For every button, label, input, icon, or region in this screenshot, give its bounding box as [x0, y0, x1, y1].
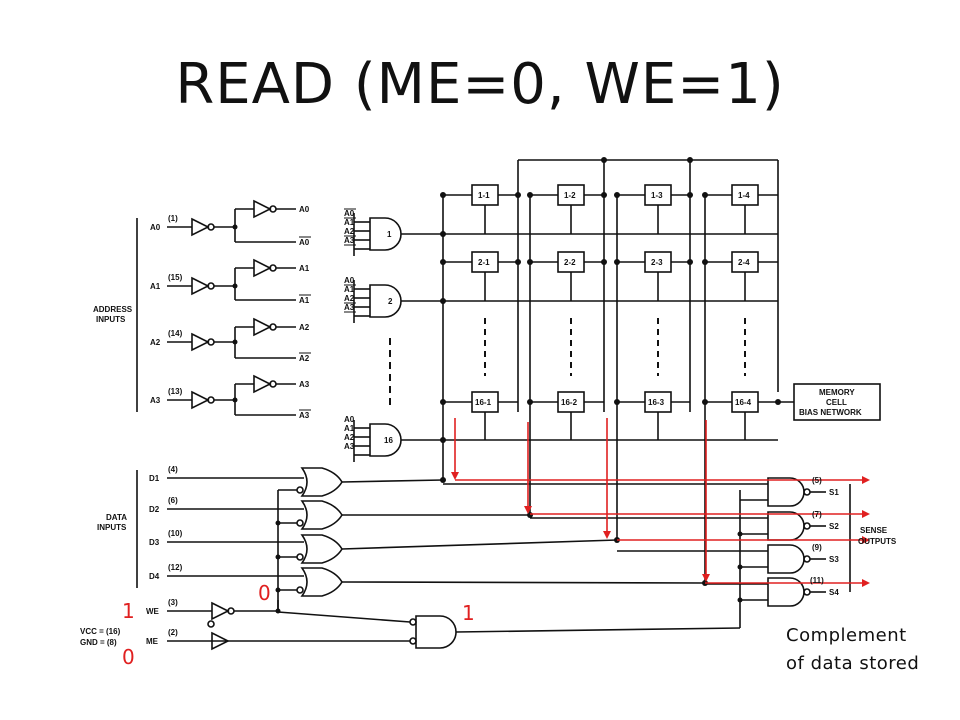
cell-16-2: 16-2	[561, 398, 578, 407]
we-label: WE	[146, 607, 160, 616]
bias-label-2: CELL	[826, 398, 847, 407]
annotation-note: Complement of data stored	[786, 622, 919, 678]
sense-label-2: OUTPUTS	[858, 537, 897, 546]
bias-label-3: BIAS NETWORK	[799, 408, 862, 417]
me-pin: (2)	[168, 628, 178, 637]
annotation-line-2: of data stored	[786, 653, 920, 674]
data-pin-d2: (6)	[168, 496, 178, 505]
cell-1-1: 1-1	[478, 191, 490, 200]
decoder-2-in-1: A1	[344, 285, 355, 294]
cell-16-1: 16-1	[475, 398, 492, 407]
we-value: 1	[122, 599, 135, 623]
decoder-1-in-1: A1	[344, 218, 355, 227]
cell-16-3: 16-3	[648, 398, 665, 407]
cell-2-2: 2-2	[564, 258, 576, 267]
sense-label-1: SENSE	[860, 526, 888, 535]
data-input-d1: D1	[149, 474, 160, 483]
address-pin-a0: (1)	[168, 214, 178, 223]
me-label: ME	[146, 637, 159, 646]
address-group-label-1: ADDRESS	[93, 305, 133, 314]
or-enable-value: 0	[258, 581, 271, 605]
cell-1-2: 1-2	[564, 191, 576, 200]
cell-1-4: 1-4	[738, 191, 750, 200]
page-title: READ (ME=0, WE=1)	[175, 52, 785, 117]
sense-out-s2: S2	[829, 522, 839, 531]
sense-out-s4: S4	[829, 588, 839, 597]
address-outbar-a1: A1	[299, 296, 310, 305]
address-outbar-a2: A2	[299, 354, 310, 363]
decoder-1-in-2: A2	[344, 227, 355, 236]
cell-2-4: 2-4	[738, 258, 750, 267]
address-outbar-a0: A0	[299, 238, 310, 247]
decoder-16-in-1: A1	[344, 424, 355, 433]
sense-out-s1: S1	[829, 488, 839, 497]
address-pin-a3: (13)	[168, 387, 183, 396]
data-pin-d3: (10)	[168, 529, 183, 538]
cell-1-3: 1-3	[651, 191, 663, 200]
address-input-a2: A2	[150, 338, 161, 347]
data-pin-d1: (4)	[168, 465, 178, 474]
cell-16-4: 16-4	[735, 398, 752, 407]
address-pin-a2: (14)	[168, 329, 183, 338]
sense-pin-s3: (9)	[812, 543, 822, 552]
annotation-line-1: Complement	[786, 625, 907, 646]
sense-pin-s4: (11)	[810, 576, 824, 585]
decoder-2-in-0: A0	[344, 276, 355, 285]
address-input-a1: A1	[150, 282, 161, 291]
sense-out-s3: S3	[829, 555, 839, 564]
bias-label-1: MEMORY	[819, 388, 855, 397]
me-value: 0	[122, 645, 135, 669]
decoder-16-in-3: A3	[344, 442, 355, 451]
decoder-16-in-2: A2	[344, 433, 355, 442]
sense-pin-s2: (7)	[812, 510, 822, 519]
decoder-2-in-2: A2	[344, 294, 355, 303]
decoder-1-label: 1	[387, 230, 392, 239]
data-group-label-2: INPUTS	[97, 523, 127, 532]
address-out-a1: A1	[299, 264, 310, 273]
decoder-16-label: 16	[384, 436, 393, 445]
gnd-label: GND = (8)	[80, 638, 117, 647]
data-input-d4: D4	[149, 572, 160, 581]
sense-pin-s1: (5)	[812, 476, 822, 485]
address-input-a3: A3	[150, 396, 161, 405]
cell-2-3: 2-3	[651, 258, 663, 267]
address-group-label-2: INPUTS	[96, 315, 126, 324]
address-out-a2: A2	[299, 323, 310, 332]
and-output-value: 1	[462, 601, 475, 625]
address-outbar-a3: A3	[299, 411, 310, 420]
decoder-1-in-0: A0	[344, 209, 355, 218]
cell-2-1: 2-1	[478, 258, 490, 267]
decoder-1-in-3: A3	[344, 236, 355, 245]
decoder-2-label: 2	[388, 297, 393, 306]
data-input-d3: D3	[149, 538, 160, 547]
decoder-16-in-0: A0	[344, 415, 355, 424]
address-input-a0: A0	[150, 223, 161, 232]
address-out-a3: A3	[299, 380, 310, 389]
decoder-2-in-3: A3	[344, 303, 355, 312]
vcc-label: VCC = (16)	[80, 627, 121, 636]
address-pin-a1: (15)	[168, 273, 183, 282]
data-pin-d4: (12)	[168, 563, 183, 572]
we-pin: (3)	[168, 598, 178, 607]
data-input-d2: D2	[149, 505, 160, 514]
address-out-a0: A0	[299, 205, 310, 214]
data-group-label-1: DATA	[106, 513, 127, 522]
